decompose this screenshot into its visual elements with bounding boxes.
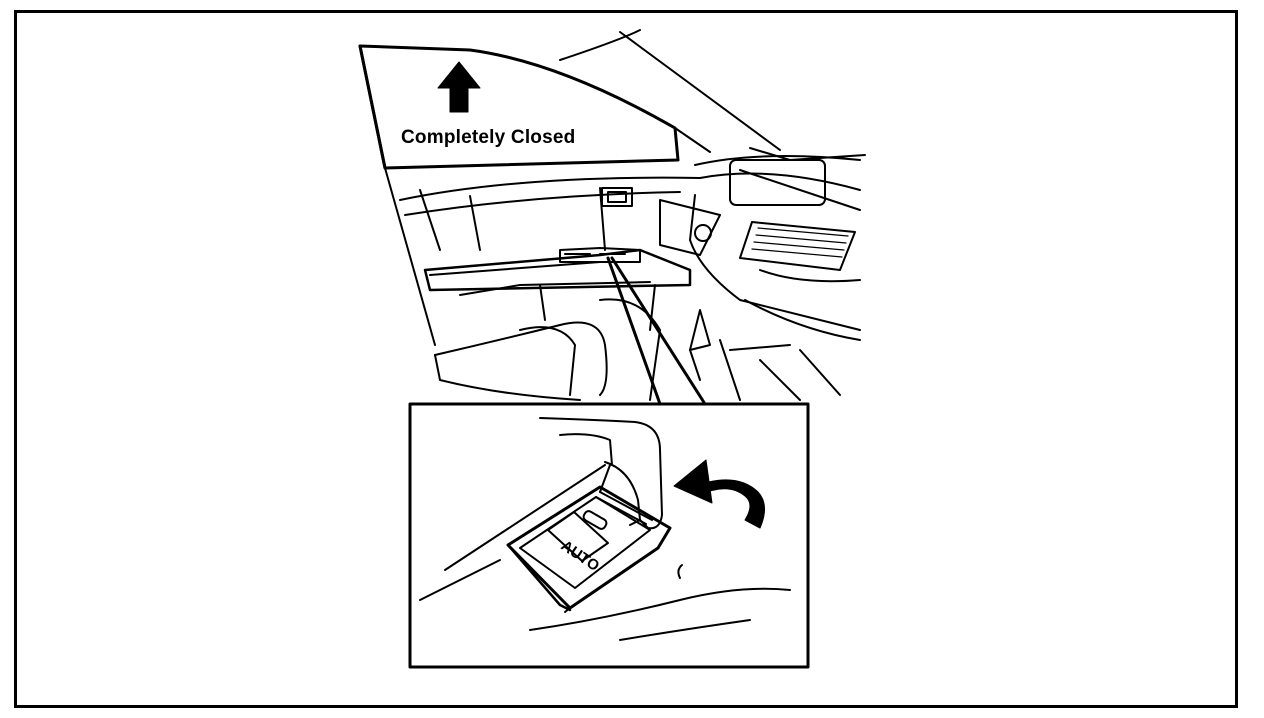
door-panel	[384, 167, 701, 346]
seat	[434, 298, 661, 401]
completely-closed-label: Completely Closed	[401, 127, 576, 148]
callout-leader	[606, 256, 707, 406]
button-slot	[582, 510, 608, 530]
figure-border	[14, 10, 1238, 708]
finger	[539, 417, 663, 530]
dashboard	[659, 155, 861, 401]
window-glass	[358, 29, 866, 170]
curved-arrow-icon	[673, 459, 765, 529]
detail-inset-frame	[408, 402, 810, 669]
arrow-up-icon	[437, 61, 481, 113]
